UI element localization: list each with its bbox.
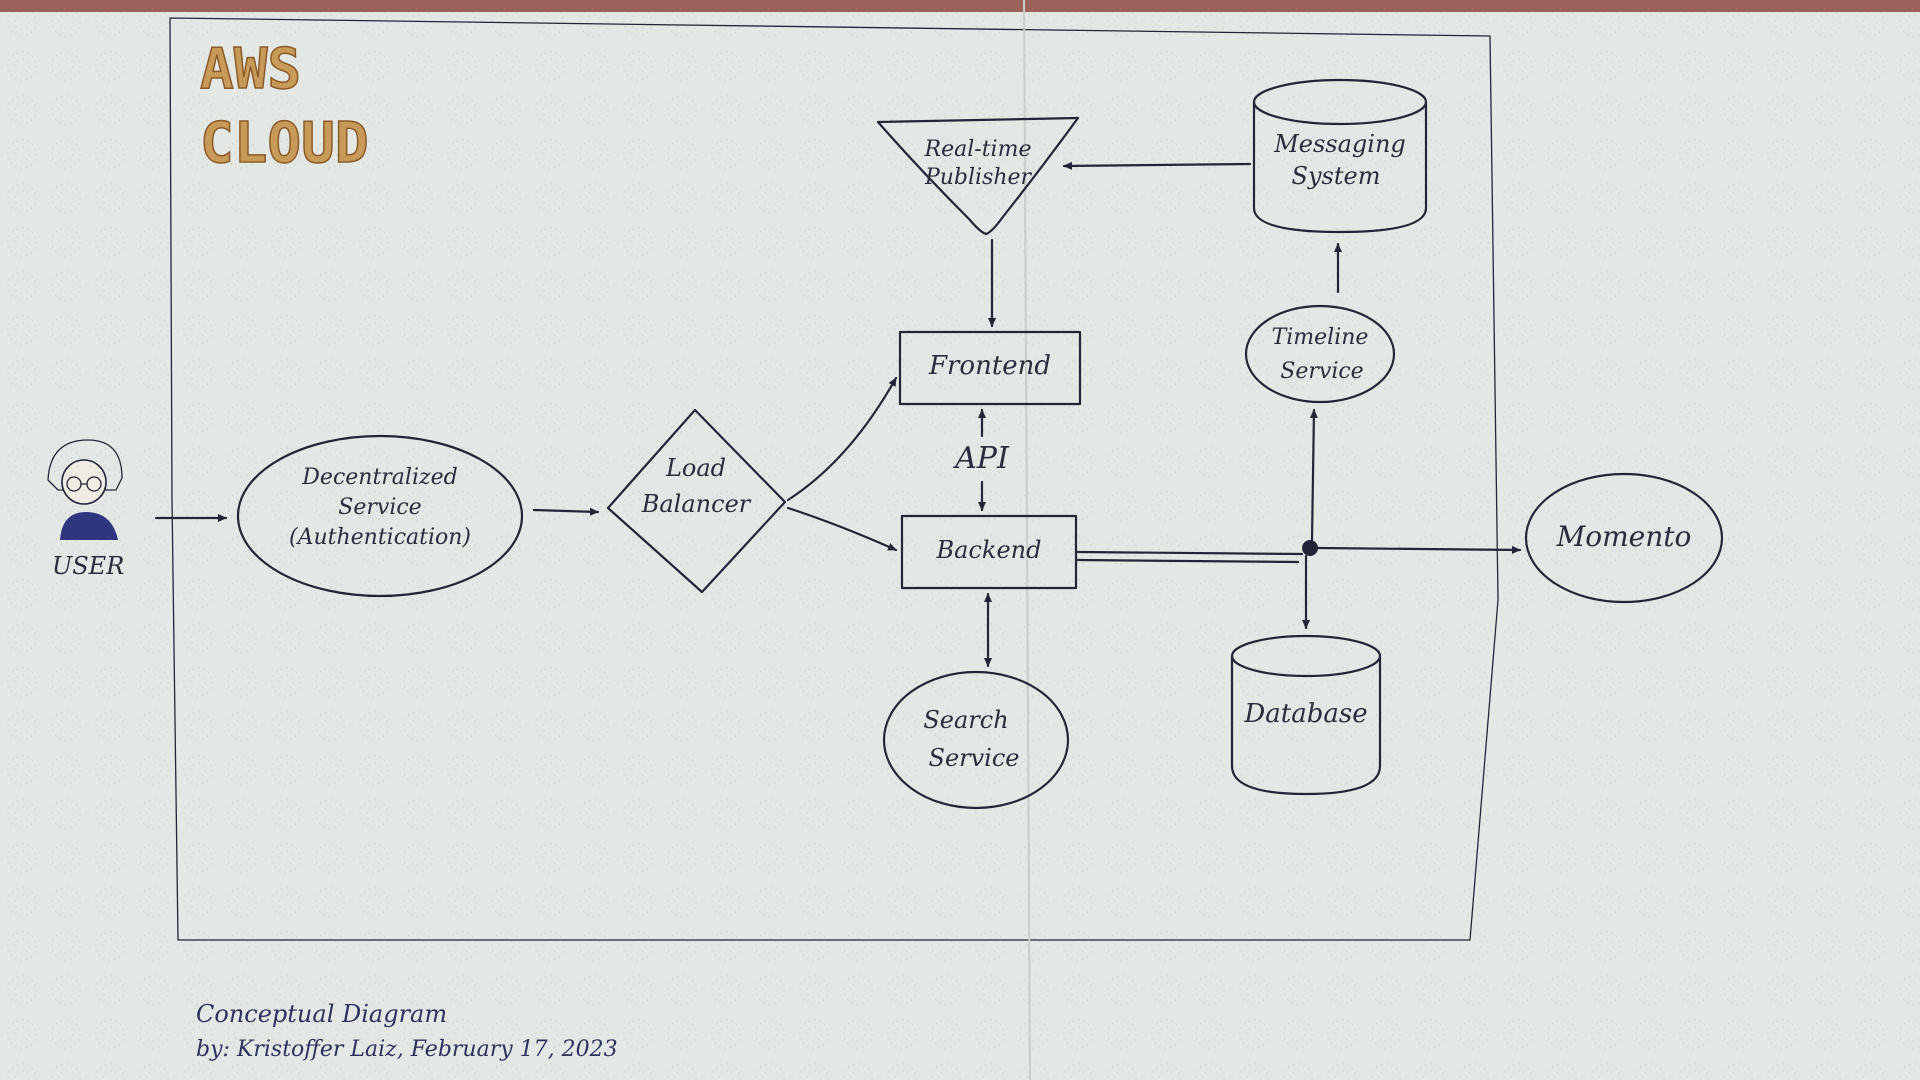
database-node: Database [1230, 634, 1382, 796]
messaging-system-node: Messaging System [1252, 78, 1428, 234]
edge-messaging-publisher [1062, 161, 1252, 170]
auth-service-label-2: Service [338, 495, 421, 520]
edge-auth-lb [532, 507, 600, 516]
frontend-label: Frontend [928, 351, 1051, 381]
realtime-publisher-node: Real-time Publisher [876, 116, 1080, 236]
momento-node: Momento [1524, 472, 1724, 604]
auth-service-label-3: (Authentication) [289, 525, 471, 550]
messaging-label-1: Messaging [1273, 130, 1406, 158]
paper-fold [1023, 0, 1031, 1080]
aws-cloud-boundary [169, 17, 1499, 941]
brand-line-2: CLOUD [200, 111, 369, 176]
load-balancer-label-2: Balancer [641, 490, 752, 518]
search-service-label-2: Service [929, 744, 1020, 772]
connectors [154, 161, 1522, 668]
footer-line-2: by: Kristoffer Laiz, February 17, 2023 [196, 1037, 618, 1062]
timeline-service-node: Timeline Service [1244, 304, 1396, 404]
top-shadow [0, 0, 1920, 12]
user-label: USER [52, 552, 124, 580]
publisher-label-2: Publisher [924, 165, 1033, 190]
load-balancer-node: Load Balancer [606, 408, 787, 594]
search-service-label-1: Search [923, 706, 1008, 734]
timeline-label-1: Timeline [1272, 325, 1369, 350]
messaging-label-2: System [1292, 162, 1381, 190]
edge-hub-momento [1316, 545, 1522, 554]
footer-line-1: Conceptual Diagram [196, 1000, 447, 1028]
auth-service-label-1: Decentralized [301, 465, 457, 490]
publisher-label-1: Real-time [924, 137, 1032, 162]
database-label: Database [1243, 699, 1367, 729]
edge-lb-frontend [786, 376, 898, 502]
user-icon [47, 439, 123, 540]
momento-label: Momento [1556, 520, 1692, 553]
edge-hub-timeline [1309, 408, 1318, 542]
brand-line-1: AWS [200, 37, 301, 102]
junction-hub [1302, 540, 1318, 556]
edge-lb-backend [786, 506, 898, 552]
load-balancer-label-1: Load [665, 454, 726, 482]
timeline-label-2: Service [1280, 359, 1363, 384]
auth-service-node: Decentralized Service (Authentication) [236, 434, 524, 598]
frontend-node: Frontend [898, 330, 1082, 406]
backend-label: Backend [936, 536, 1042, 564]
search-service-node: Search Service [882, 670, 1070, 810]
backend-node: Backend [900, 514, 1078, 590]
edge-backend-hub [1076, 550, 1304, 564]
api-label: API [952, 441, 1010, 476]
